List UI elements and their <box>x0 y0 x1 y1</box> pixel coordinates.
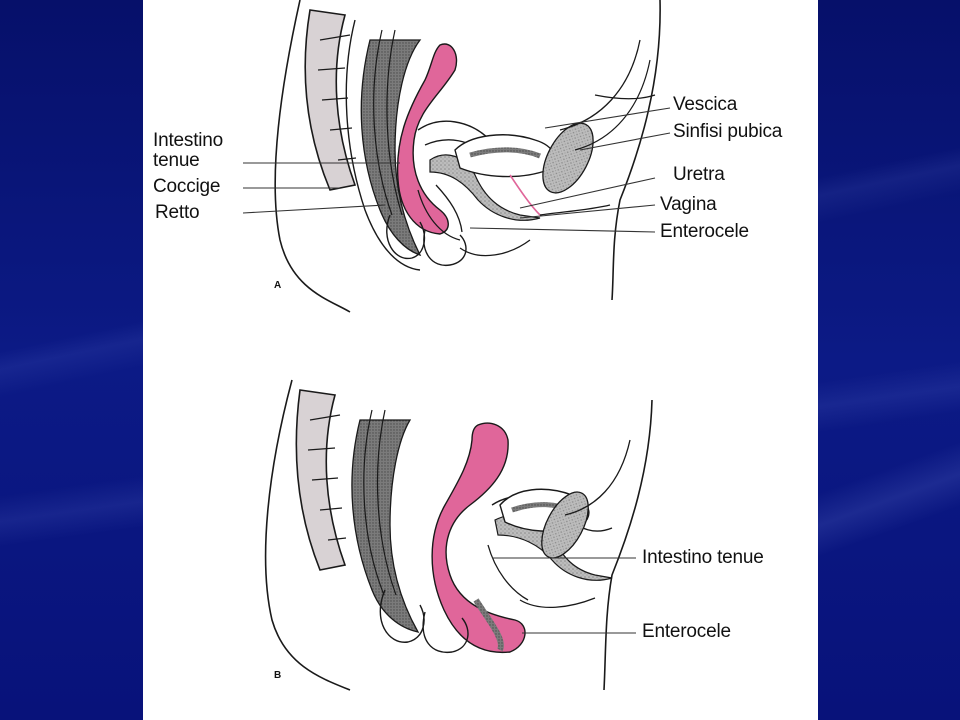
label-vagina: Vagina <box>660 194 717 215</box>
figure-a-illustration <box>274 0 661 313</box>
sacrum-b <box>295 389 347 571</box>
figure-b-letter: B <box>274 670 282 681</box>
rectum-shape-b <box>351 419 420 633</box>
label-enterocele-b: Enterocele <box>642 621 731 642</box>
figure-a-letter: A <box>274 280 282 291</box>
figure-panel <box>143 0 818 720</box>
label-small-bowel-b: Intestino tenue <box>642 547 764 568</box>
small-bowel-b <box>431 422 526 654</box>
label-enterocele-a: Enterocele <box>660 221 749 242</box>
rectum-shape <box>360 39 422 257</box>
figure-a-leaders <box>242 107 671 233</box>
figure-b-leaders <box>492 557 636 634</box>
pubic-symphysis <box>542 122 594 194</box>
sacrum <box>304 9 357 191</box>
figure-b-illustration <box>264 379 653 691</box>
label-pubic-symphysis: Sinfisi pubica <box>673 121 783 142</box>
label-urethra: Uretra <box>673 164 725 185</box>
label-small-bowel-a: Intestino tenue <box>153 130 224 171</box>
small-bowel-a <box>396 43 458 235</box>
label-coccyx: Coccige <box>153 176 221 197</box>
label-bladder: Vescica <box>673 94 738 115</box>
label-rectum: Retto <box>155 202 200 223</box>
